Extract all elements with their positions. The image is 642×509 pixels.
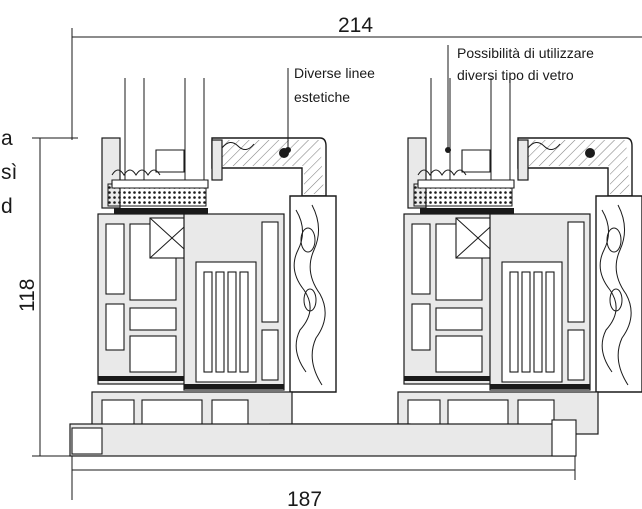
cropped-side-text: a sì d bbox=[1, 127, 17, 218]
cropped-text-a: a bbox=[1, 127, 13, 150]
cropped-text-d: d bbox=[1, 195, 13, 218]
annotation-glass-line-1: Possibilità di utilizzare bbox=[457, 45, 594, 61]
top-dimension-value: 214 bbox=[338, 14, 373, 37]
annotation-aesthetic-line-2: estetiche bbox=[294, 89, 350, 105]
cropped-text-si: sì bbox=[1, 161, 17, 184]
left-dimension: 118 bbox=[16, 137, 78, 457]
bottom-dimension-value: 187 bbox=[287, 488, 322, 509]
annotation-glass-options: Possibilità di utilizzare diversi tipo d… bbox=[445, 45, 594, 153]
left-dimension-value: 118 bbox=[16, 279, 39, 312]
connecting-rail bbox=[69, 419, 577, 457]
bottom-dimension: 187 bbox=[71, 430, 576, 509]
right-section-unit bbox=[397, 77, 642, 435]
left-section-unit bbox=[91, 77, 337, 435]
annotation-glass-line-2: diversi tipo di vetro bbox=[457, 67, 574, 83]
top-dimension: 214 bbox=[71, 14, 642, 140]
annotation-aesthetic-line-1: Diverse linee bbox=[294, 65, 375, 81]
annotation-aesthetic-lines: Diverse linee estetiche bbox=[285, 65, 375, 153]
